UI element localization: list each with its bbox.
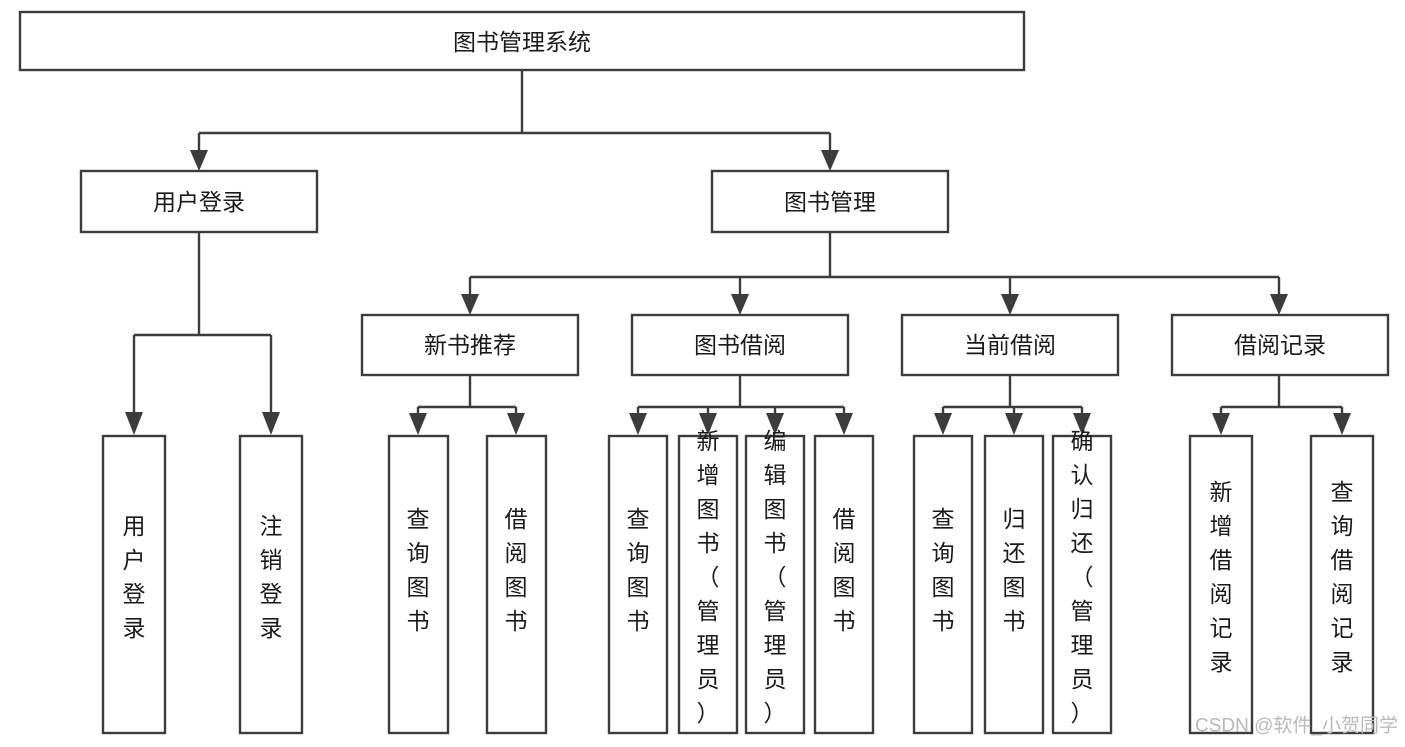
node-book-borrow[interactable]: 图书借阅	[630, 313, 850, 377]
node-box-borrow-record[interactable]	[1170, 313, 1390, 377]
node-label-user-login: 用户登录	[153, 189, 245, 215]
node-recommend-borrow-book[interactable]: 借阅图书	[485, 434, 548, 735]
connector-group-book-borrow	[629, 375, 853, 435]
node-label-current-query-book: 查询图书	[932, 506, 955, 634]
node-box-user-logout-leaf[interactable]	[238, 434, 304, 735]
node-label-borrow-query-book: 查询图书	[627, 506, 650, 634]
arrow-head-borrow-edit-book	[766, 413, 784, 435]
node-label-borrow-borrow-book: 借阅图书	[833, 506, 856, 634]
node-borrow-record[interactable]: 借阅记录	[1170, 313, 1390, 377]
arrow-head-user-login-leaf	[125, 412, 143, 435]
arrow-head-borrow-add-book	[699, 413, 717, 435]
arrow-head-borrow-borrow-book	[835, 413, 853, 435]
node-label-user-login-leaf: 用户登录	[123, 513, 146, 641]
node-box-user-login[interactable]	[79, 169, 319, 234]
node-box-recommend-query-book[interactable]	[387, 434, 450, 735]
arrow-head-current-return-book	[1005, 413, 1023, 435]
arrow-head-user-login	[190, 150, 208, 171]
node-box-book-borrow[interactable]	[630, 313, 850, 377]
arrow-head-borrow-record	[1270, 294, 1288, 315]
node-label-recommend-borrow-book: 借阅图书	[505, 506, 528, 634]
arrow-head-current-borrow	[1001, 294, 1019, 315]
node-box-current-query-book[interactable]	[912, 434, 974, 735]
node-current-query-book[interactable]: 查询图书	[912, 434, 974, 735]
watermark-label: CSDN @软件_小贺同学	[1195, 715, 1398, 737]
node-root-system[interactable]: 图书管理系统	[18, 10, 1026, 72]
arrow-head-record-query	[1333, 413, 1351, 435]
node-label-borrow-record: 借阅记录	[1234, 332, 1326, 358]
node-box-borrow-borrow-book[interactable]	[813, 434, 875, 735]
node-label-record-query: 查询借阅记录	[1331, 479, 1354, 675]
node-label-book-management: 图书管理	[784, 189, 876, 215]
connector-group-user-login	[125, 232, 280, 435]
node-borrow-add-book[interactable]: 新增图书（管理员）	[677, 428, 739, 735]
node-box-borrow-add-book[interactable]	[677, 434, 739, 735]
node-user-login-leaf[interactable]: 用户登录	[101, 434, 167, 735]
node-box-current-return-book[interactable]	[983, 434, 1045, 735]
node-label-current-return-book: 归还图书	[1003, 506, 1026, 634]
node-box-recommend-borrow-book[interactable]	[485, 434, 548, 735]
arrow-head-book-management	[821, 150, 839, 171]
arrow-head-recommend-query-book	[409, 413, 427, 435]
connector-group-root	[190, 70, 839, 171]
arrow-head-record-add	[1212, 413, 1230, 435]
node-box-current-confirm-return[interactable]	[1051, 434, 1113, 735]
arrow-head-current-confirm-return	[1073, 413, 1091, 435]
node-label-record-add: 新增借阅记录	[1210, 479, 1233, 675]
node-record-add[interactable]: 新增借阅记录	[1188, 434, 1254, 735]
node-label-user-logout-leaf: 注销登录	[260, 513, 283, 641]
node-record-query[interactable]: 查询借阅记录	[1309, 434, 1375, 735]
node-book-management[interactable]: 图书管理	[710, 169, 950, 234]
arrow-head-recommend-borrow-book	[507, 413, 525, 435]
node-borrow-query-book[interactable]: 查询图书	[607, 434, 669, 735]
node-current-return-book[interactable]: 归还图书	[983, 434, 1045, 735]
node-label-root-system: 图书管理系统	[453, 29, 591, 55]
node-box-root-system[interactable]	[18, 10, 1026, 72]
node-label-borrow-edit-book: 编辑图书（管理员）	[764, 428, 787, 726]
node-user-logout-leaf[interactable]: 注销登录	[238, 434, 304, 735]
node-label-new-book-recommend: 新书推荐	[424, 332, 516, 358]
node-label-book-borrow: 图书借阅	[694, 332, 786, 358]
node-label-recommend-query-book: 查询图书	[407, 506, 430, 634]
node-box-current-borrow[interactable]	[900, 313, 1120, 377]
arrow-head-user-logout-leaf	[262, 412, 280, 435]
node-current-borrow[interactable]: 当前借阅	[900, 313, 1120, 377]
connector-group-book-management	[461, 232, 1288, 315]
node-box-borrow-query-book[interactable]	[607, 434, 669, 735]
node-label-current-borrow: 当前借阅	[964, 332, 1056, 358]
node-borrow-borrow-book[interactable]: 借阅图书	[813, 434, 875, 735]
node-borrow-edit-book[interactable]: 编辑图书（管理员）	[744, 428, 806, 735]
connector-group-new-book-recommend	[409, 375, 525, 435]
arrow-head-new-book-recommend	[461, 294, 479, 315]
node-label-borrow-add-book: 新增图书（管理员）	[697, 428, 720, 726]
node-box-borrow-edit-book[interactable]	[744, 434, 806, 735]
connector-group-current-borrow	[934, 375, 1091, 435]
node-box-user-login-leaf[interactable]	[101, 434, 167, 735]
node-box-record-query[interactable]	[1309, 434, 1375, 735]
node-box-record-add[interactable]	[1188, 434, 1254, 735]
node-recommend-query-book[interactable]: 查询图书	[387, 434, 450, 735]
arrow-head-book-borrow	[731, 294, 749, 315]
node-label-current-confirm-return: 确认归还（管理员）	[1071, 428, 1094, 726]
node-current-confirm-return[interactable]: 确认归还（管理员）	[1051, 428, 1113, 735]
node-box-new-book-recommend[interactable]	[360, 313, 580, 377]
node-new-book-recommend[interactable]: 新书推荐	[360, 313, 580, 377]
node-user-login[interactable]: 用户登录	[79, 169, 319, 234]
arrow-head-borrow-query-book	[629, 413, 647, 435]
arrow-head-current-query-book	[934, 413, 952, 435]
connector-group-borrow-record	[1212, 375, 1351, 435]
node-box-book-management[interactable]	[710, 169, 950, 234]
